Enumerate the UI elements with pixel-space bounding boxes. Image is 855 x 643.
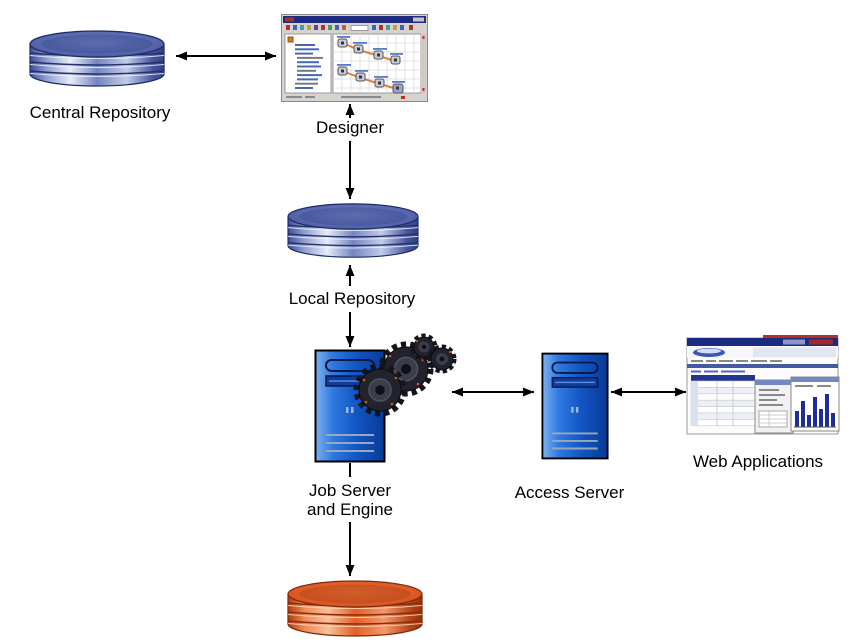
web-applications-label: Web Applications [692, 452, 824, 471]
designer-window-icon [281, 14, 428, 102]
form-popup-window [754, 379, 794, 434]
browser-titlebar [687, 338, 838, 346]
central-repository-database-icon [29, 30, 165, 87]
gear-icon [427, 344, 457, 374]
chart-popup-window [790, 376, 840, 432]
access-server-label: Access Server [514, 483, 625, 502]
job-server-label: Job Server and Engine [285, 481, 415, 519]
designer-label: Designer [315, 118, 385, 137]
designer-titlebar [283, 16, 426, 23]
workflow-nodes [337, 36, 405, 94]
gear-icon [353, 363, 407, 417]
job-server-label-line1: Job Server [308, 481, 392, 500]
central-repository-label: Central Repository [29, 103, 171, 122]
bar-chart [795, 394, 835, 427]
local-repository-label: Local Repository [288, 289, 416, 308]
workflow-connectors [344, 43, 398, 90]
job-server-label-line2: and Engine [306, 500, 394, 519]
workflow-node-labels [337, 36, 405, 83]
local-repository-database-icon [287, 203, 419, 258]
designer-scrollbar [421, 34, 426, 93]
access-server-tower-icon [541, 352, 609, 460]
web-applications-windows-icon [686, 335, 840, 435]
designer-toolbar-icons [286, 25, 413, 31]
designer-tree-items [295, 44, 323, 89]
browser-menu-text [691, 360, 782, 362]
gears-icon [353, 333, 457, 417]
report-table [690, 375, 756, 427]
target-database-icon [287, 580, 423, 637]
